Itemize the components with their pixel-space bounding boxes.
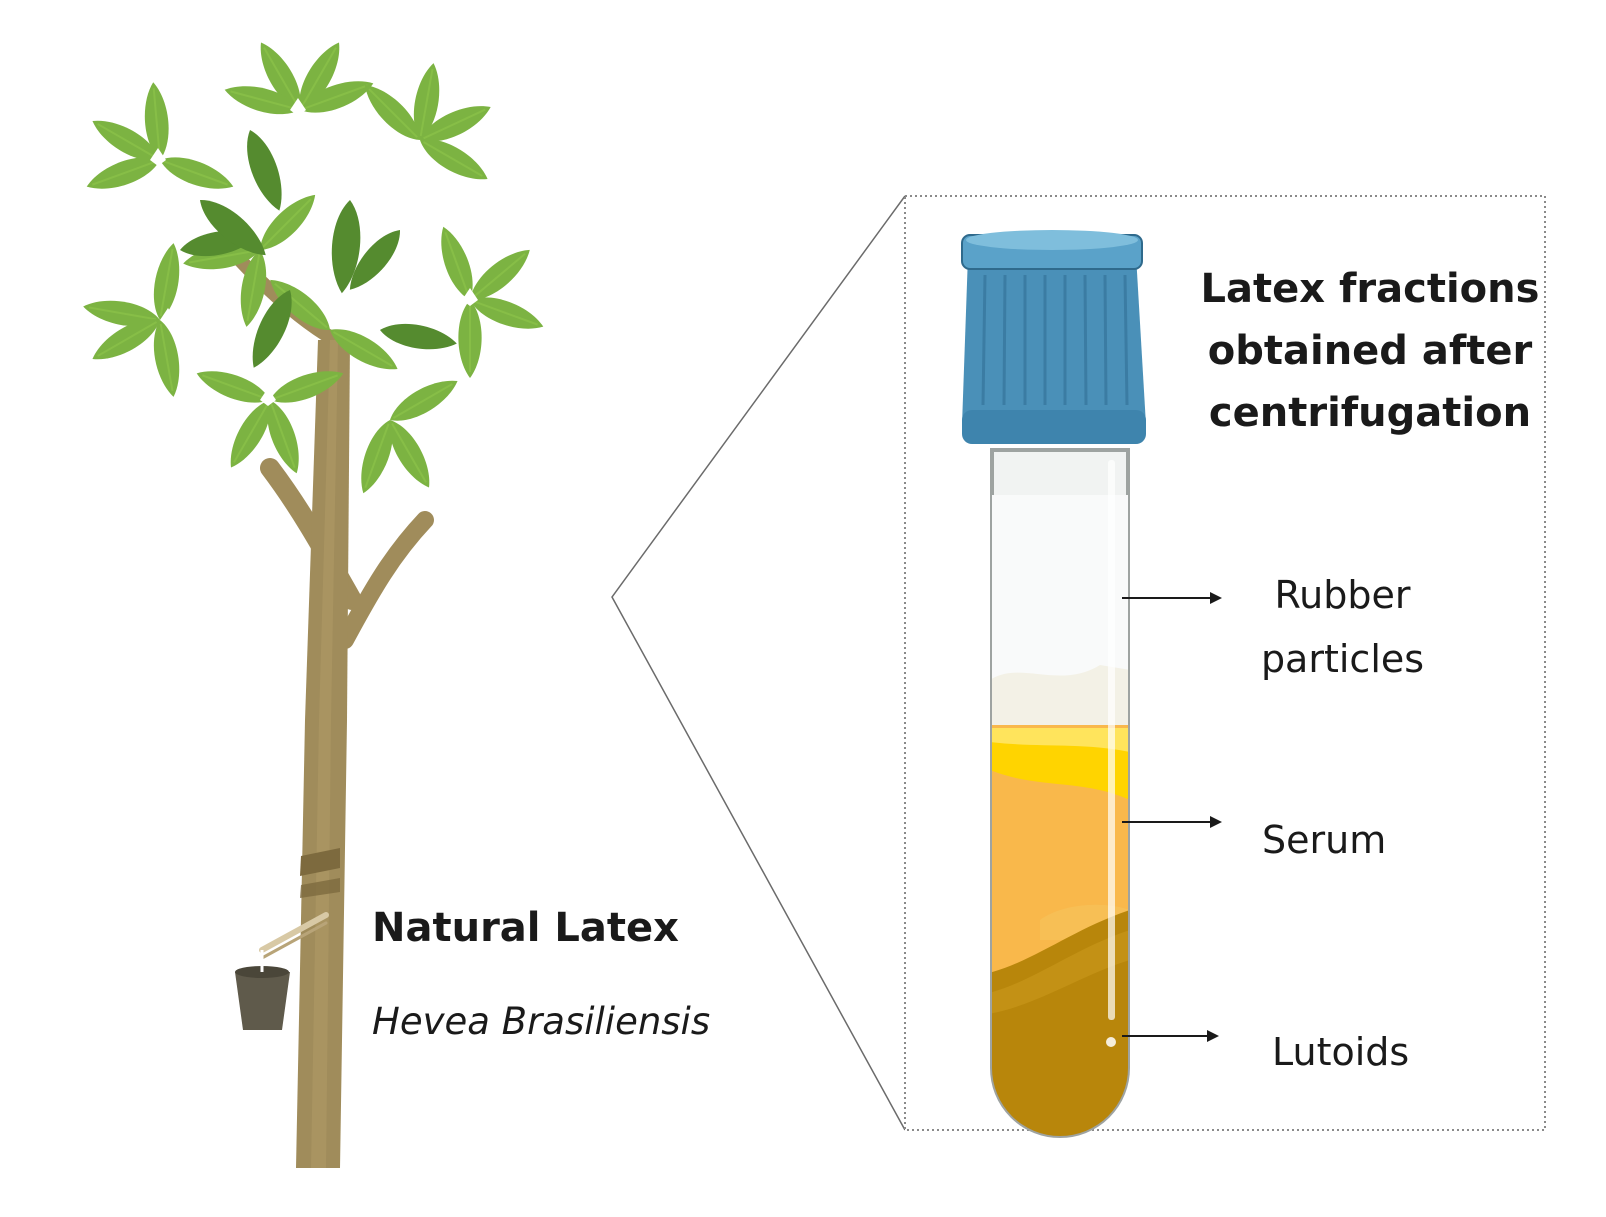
tube-cap-icon (961, 230, 1146, 444)
tree-label: Natural Latex (372, 905, 679, 951)
fraction-label-lutoids: Lutoids (1272, 1030, 1410, 1074)
inset-title: Latex fractions obtained after centrifug… (1200, 266, 1540, 436)
tree-icon (80, 35, 549, 1168)
test-tube-icon (961, 230, 1146, 1138)
zoom-connector (611, 195, 906, 1131)
tree-species: Hevea Brasiliensis (372, 1000, 711, 1043)
fraction-arrows (1122, 592, 1222, 1042)
latex-cup-icon (235, 950, 290, 1030)
fraction-label-serum: Serum (1262, 818, 1387, 862)
fraction-label-rubber: Rubber particles (1260, 573, 1425, 681)
